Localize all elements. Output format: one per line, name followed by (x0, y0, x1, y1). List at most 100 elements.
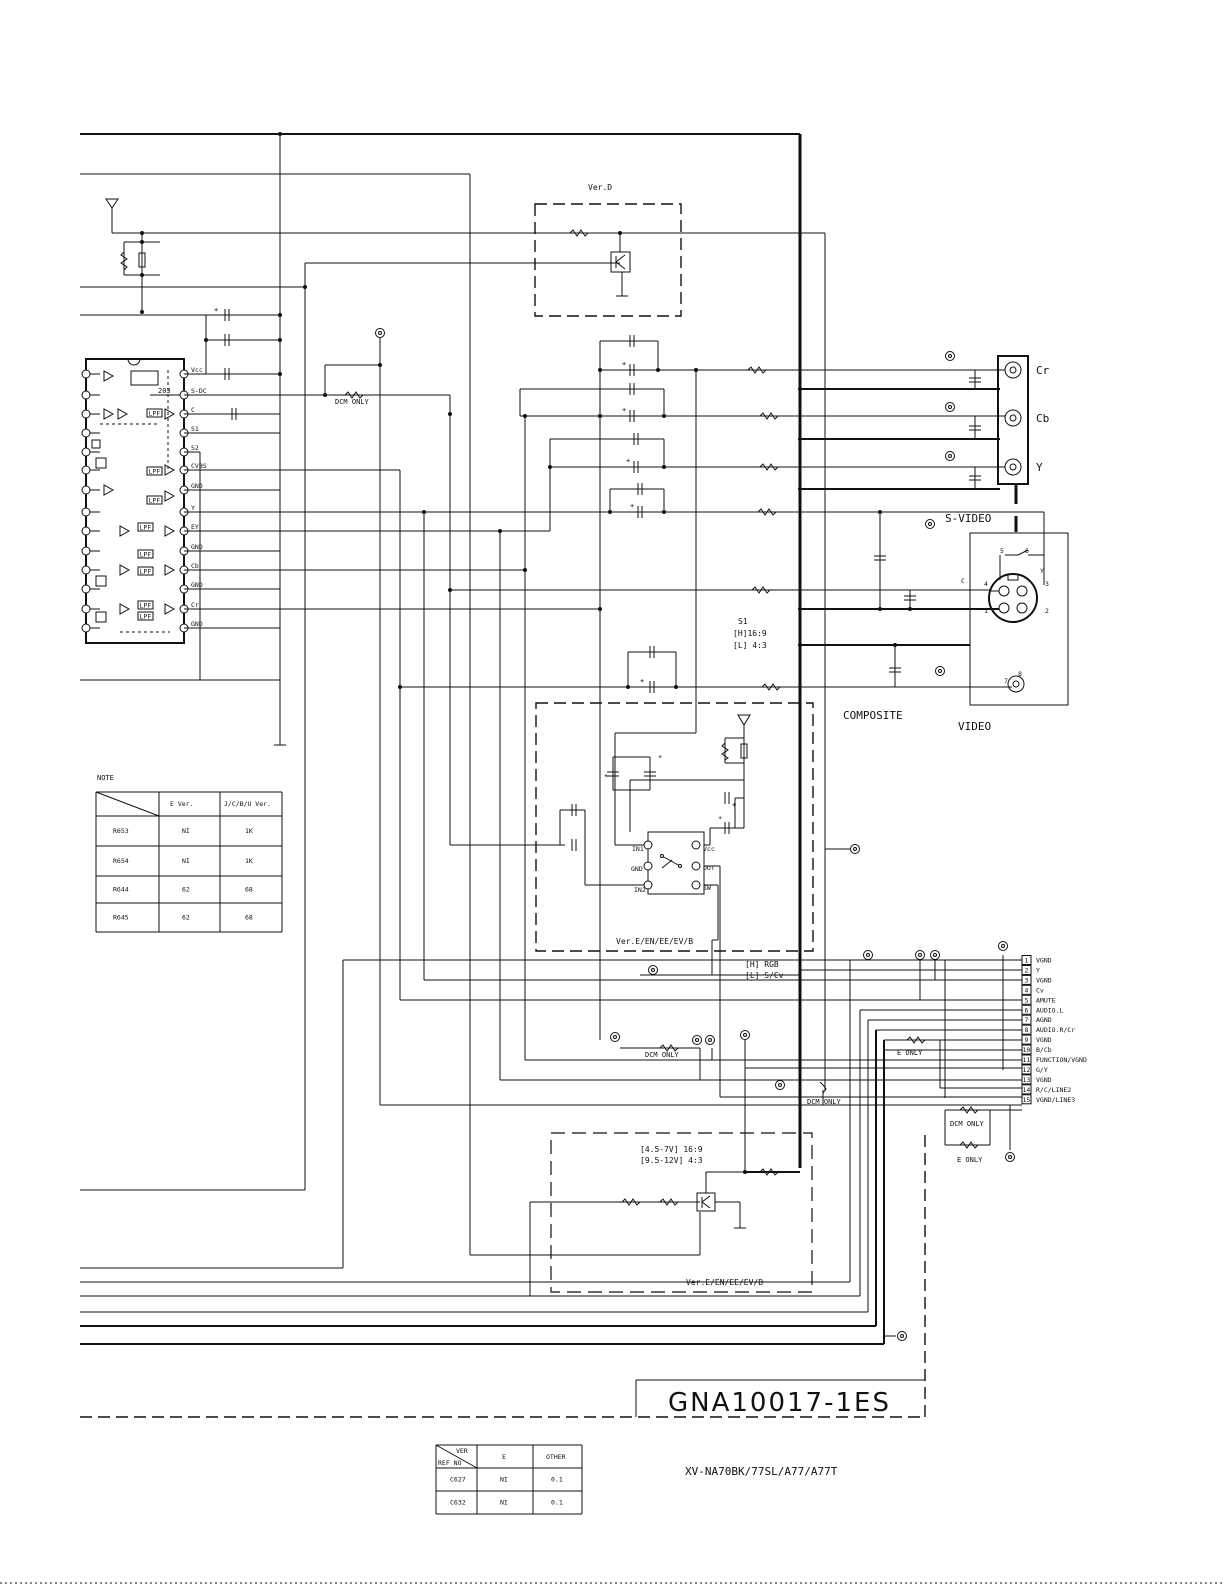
note-ref: R644 (113, 886, 129, 894)
lpf-block (137, 600, 154, 610)
ic-pin-label: Cr (191, 601, 199, 609)
ic-pin-label: GND (191, 482, 203, 490)
resistor-203-label: 203 (158, 387, 171, 395)
note-e-value: NI (182, 857, 190, 865)
ver-ref: C627 (450, 1476, 466, 1484)
svg-text:+: + (214, 306, 218, 314)
voltage-low-label: [9.5-12V] 4:3 (640, 1156, 703, 1165)
model-label: XV-NA70BK/77SL/A77/A77T (685, 1465, 838, 1478)
lpf-label: LPF (140, 551, 152, 559)
connector-pin-number: 8 (1025, 1026, 1029, 1034)
dcm-only-label-4: DCM ONLY (950, 1120, 985, 1128)
y-jack-label: Y (1036, 461, 1043, 474)
connector-pin-signal: B/Cb (1036, 1046, 1052, 1054)
svideo-pin-2: 2 (1045, 607, 1049, 615)
svideo-pin-8: 8 (1018, 670, 1022, 678)
ic-pin-label: S-DC (191, 387, 207, 395)
connector-pin-box (1021, 1084, 1032, 1095)
ver-d-section: Ver.D (534, 183, 682, 317)
lpf-label: LPF (149, 468, 161, 476)
video-label: VIDEO (958, 720, 991, 733)
connector-pin-signal: R/C/LINE2 (1036, 1086, 1071, 1094)
amplifier-symbol (119, 525, 131, 537)
note-e-value: 62 (182, 886, 190, 894)
rgb-high-label: [H] RGB (745, 960, 779, 969)
amplifier-symbol (119, 564, 131, 576)
svideo-pin-7: 7 (1004, 677, 1008, 685)
component-jacks: Cr Cb Y (800, 355, 1050, 532)
amplifier-symbol (164, 490, 176, 502)
ver-e-switch-section: Ver.E/EN/EE/EV/B +* +* (535, 702, 1022, 1098)
lpf-block (137, 522, 154, 532)
composite-label: COMPOSITE (843, 709, 903, 722)
ver-d-label: Ver.D (588, 183, 612, 192)
connector-pin-box (1021, 994, 1032, 1005)
connector-pin-box (1021, 955, 1032, 965)
ic-left-pin (81, 447, 91, 457)
ver-other-value: 0.1 (551, 1476, 563, 1484)
lpf-label: LPF (149, 497, 161, 505)
note-other-value: 1K (245, 857, 253, 865)
ic-left-pin (81, 584, 91, 594)
ic-pin-label: EY (191, 523, 199, 531)
connector-pin-number: 1 (1025, 957, 1029, 965)
connector-pin-signal: Y (1036, 966, 1040, 974)
note-ref: R653 (113, 827, 129, 835)
lpf-block (146, 408, 163, 418)
ver-table-corner-top: VER (456, 1447, 468, 1455)
connector-pin-number: 10 (1023, 1046, 1031, 1054)
ver-header-e: E (502, 1453, 506, 1461)
ic-pin-label: C (191, 406, 195, 414)
ic-left-pin (81, 623, 91, 633)
lpf-block (137, 611, 154, 621)
amplifier-symbol (103, 408, 115, 420)
note-other-value: 68 (245, 886, 253, 894)
ic-pin-label: Vcc (191, 366, 203, 374)
svideo-pin-3: 3 (1045, 580, 1049, 588)
amplifier-symbol (164, 408, 176, 420)
signal-routing: DCM ONLY (80, 335, 1022, 1081)
connector-pin-signal: AUDIO.L (1036, 1006, 1063, 1014)
connector-pin-number: 3 (1025, 976, 1029, 984)
s1-high-label: [H]16:9 (733, 629, 767, 638)
connector-pin-signal: AUDIO.R/Cr (1036, 1026, 1075, 1034)
junction-dots-top (140, 132, 622, 376)
dcm-only-label-2: DCM ONLY (645, 1051, 680, 1059)
note-ref: R645 (113, 914, 129, 922)
ic-left-pin (81, 390, 91, 400)
connector-pin-signal: G/Y (1036, 1066, 1048, 1074)
s1-title: S1 (738, 617, 748, 626)
connector-pin-signal: VGND (1036, 957, 1052, 965)
note-e-value: 62 (182, 914, 190, 922)
ic-left-pin (81, 546, 91, 556)
ver-e-value: NI (500, 1476, 508, 1484)
note-header-jcbu: J/C/B/U Ver. (224, 800, 271, 808)
dcm-only-label-3: DCM ONLY (807, 1098, 842, 1106)
svideo-video-jack: S-VIDEO 5 6 4 3 1 2 7 8 C Y COMPOSITE VI… (800, 511, 1069, 733)
ver-other-value: 0.1 (551, 1499, 563, 1507)
amplifier-symbol (119, 603, 131, 615)
switch-ic-gnd: GND (631, 865, 643, 873)
connector-pin-number: 13 (1023, 1076, 1031, 1084)
connector-pin-signal: AMUTE (1036, 996, 1056, 1004)
svideo-pin-4: 4 (984, 580, 988, 588)
svideo-pin-5: 5 (1000, 547, 1004, 555)
ic-pin-label: GND (191, 581, 203, 589)
connector-pin-number: 14 (1023, 1086, 1031, 1094)
ver-e-value: NI (500, 1499, 508, 1507)
connector-pin-box (1021, 974, 1032, 985)
board-id-label: GNA10017-1ES (668, 1388, 891, 1418)
ic-left-pin (81, 409, 91, 419)
voltage-high-label: [4.5-7V] 16:9 (640, 1145, 703, 1154)
lpf-label: LPF (140, 602, 152, 610)
svg-text:+: + (622, 360, 626, 368)
ic-left-pin (81, 565, 91, 575)
connector-pin-box (1021, 1054, 1032, 1065)
lpf-block (137, 549, 154, 559)
lpf-block (137, 566, 154, 576)
connector-pin-box (1021, 964, 1032, 975)
amplifier-symbol (164, 464, 176, 476)
connector-pin-number: 11 (1023, 1056, 1031, 1064)
cr-jack-label: Cr (1036, 364, 1050, 377)
